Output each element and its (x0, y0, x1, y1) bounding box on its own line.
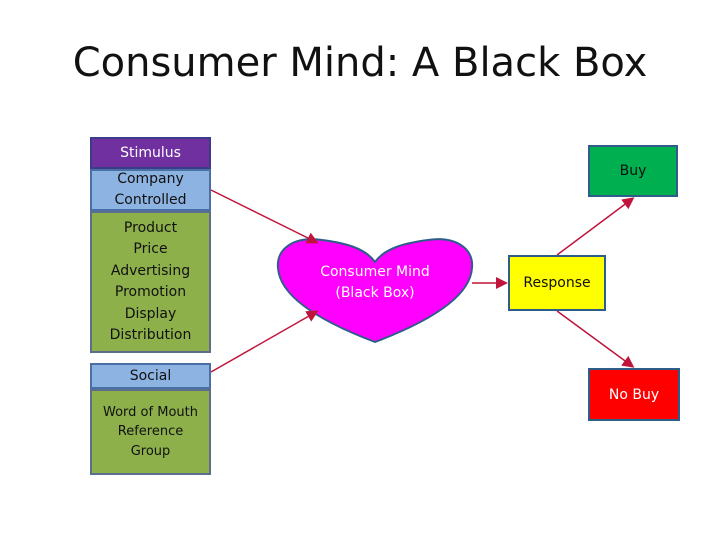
arrow-response-to-nobuy (556, 310, 635, 368)
stimulus-header: Stimulus (90, 137, 211, 169)
no-buy-box: No Buy (588, 368, 680, 421)
arrow-response-to-buy (556, 197, 635, 256)
consumer-mind-label: Consumer Mind (Black Box) (320, 264, 430, 301)
response-box: Response (508, 255, 606, 311)
arrow-social-to-mind (210, 310, 319, 373)
company-controlled-items: Product Price Advertising Promotion Disp… (90, 211, 211, 353)
company-controlled-label: Company Controlled (90, 169, 211, 211)
social-items: Word of Mouth Reference Group (90, 389, 211, 475)
buy-box: Buy (588, 145, 678, 197)
consumer-mind-heart (276, 238, 474, 344)
arrow-company-to-mind (210, 189, 319, 244)
page-title: Consumer Mind: A Black Box (72, 40, 648, 86)
social-label: Social (90, 363, 211, 389)
